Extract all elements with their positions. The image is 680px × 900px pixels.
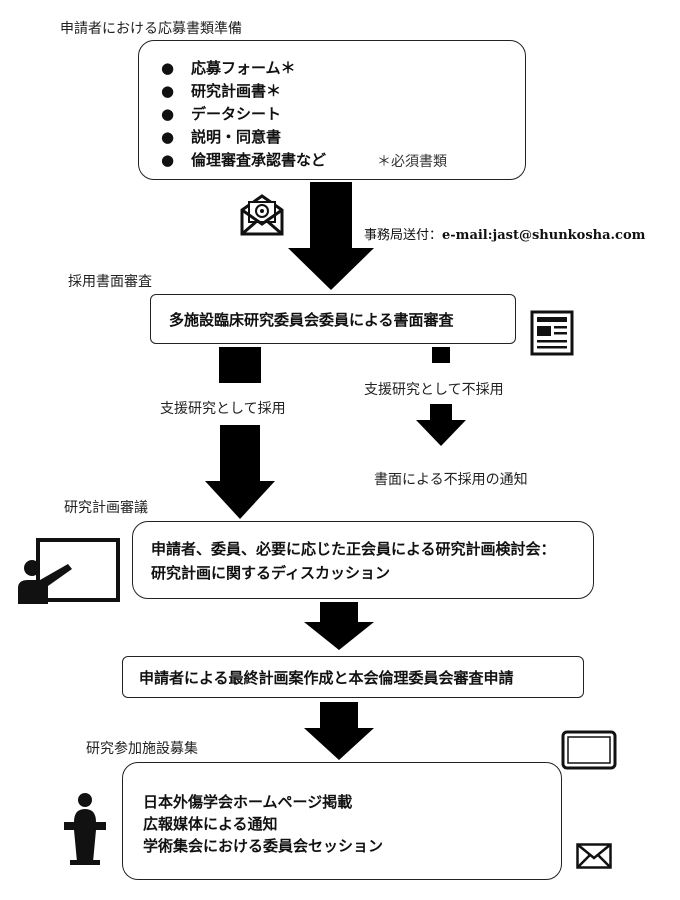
list-item: ●説明・同意書 <box>161 128 282 146</box>
reject-label: 支援研究として不採用 <box>364 382 504 398</box>
flow-arrow-4 <box>304 702 374 760</box>
tablet-icon <box>561 730 617 770</box>
newspaper-icon <box>530 310 574 356</box>
submission-info: 事務局送付：e-mail:jast@shunkosha.com <box>364 224 645 243</box>
list-item: ●倫理審査承認書など <box>161 151 327 169</box>
adopt-connector <box>219 347 261 383</box>
email-icon <box>240 194 284 236</box>
flow-arrow-adopt <box>205 425 275 519</box>
plan-discussion-line2: 研究計画に関するディスカッション <box>151 564 390 582</box>
final-plan-box: 申請者による最終計画案作成と本会倫理委員会審査申請 <box>122 656 584 698</box>
plan-discussion-box: 申請者、委員、必要に応じた正会員による研究計画検討会： 研究計画に関するディスカ… <box>132 521 594 599</box>
list-item: ●研究計画書＊ <box>161 82 282 100</box>
required-note: ＊必須書類 <box>377 154 447 170</box>
recruitment-line3: 学術集会における委員会セッション <box>143 837 384 855</box>
application-documents-box: ●応募フォーム＊ ●研究計画書＊ ●データシート ●説明・同意書 ●倫理審査承認… <box>138 40 526 180</box>
list-item: ●応募フォーム＊ <box>161 59 296 77</box>
recruitment-line1: 日本外傷学会ホームページ掲載 <box>143 793 353 811</box>
adopt-label: 支援研究として採用 <box>160 401 286 417</box>
site-recruitment-box: 日本外傷学会ホームページ掲載 広報媒体による通知 学術集会における委員会セッショ… <box>122 762 562 880</box>
reject-notice: 書面による不採用の通知 <box>374 472 528 488</box>
step3-heading: 研究計画審議 <box>64 500 148 516</box>
presentation-icon <box>18 538 120 604</box>
mail-icon <box>576 843 612 869</box>
step1-heading: 申請者における応募書類準備 <box>60 21 242 37</box>
step5-heading: 研究参加施設募集 <box>86 741 198 757</box>
plan-discussion-line1: 申請者、委員、必要に応じた正会員による研究計画検討会： <box>151 540 556 558</box>
reject-connector <box>432 347 450 363</box>
recruitment-line2: 広報媒体による通知 <box>143 815 278 833</box>
final-plan-text: 申請者による最終計画案作成と本会倫理委員会審査申請 <box>139 669 514 687</box>
document-review-text: 多施設臨床研究委員会委員による書面審査 <box>169 311 454 329</box>
submission-label: 事務局送付： <box>364 228 443 243</box>
document-list: ●応募フォーム＊ ●研究計画書＊ ●データシート ●説明・同意書 ●倫理審査承認… <box>161 57 326 172</box>
flow-arrow-3 <box>304 602 374 650</box>
submission-email: e-mail:jast@shunkosha.com <box>442 228 646 243</box>
step2-heading: 採用書面審査 <box>68 274 152 290</box>
list-item: ●データシート <box>161 105 282 123</box>
document-review-box: 多施設臨床研究委員会委員による書面審査 <box>150 294 516 344</box>
flow-arrow-1 <box>288 182 374 290</box>
flow-arrow-reject <box>416 404 466 446</box>
podium-icon <box>64 793 106 865</box>
